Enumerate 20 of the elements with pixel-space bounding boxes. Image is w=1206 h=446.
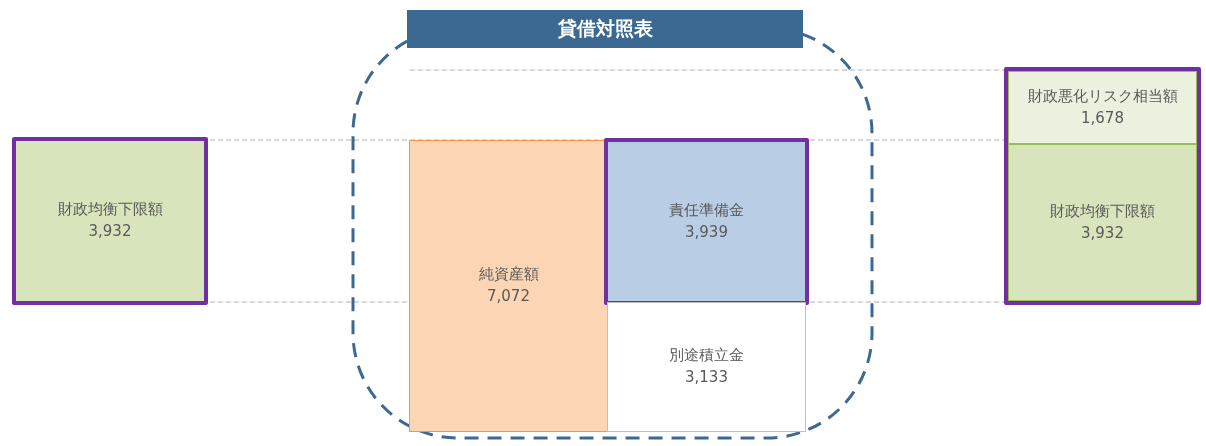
limit-box	[1008, 144, 1197, 301]
amount-value: 7,072	[487, 286, 530, 307]
amount-value: 3,932	[1081, 222, 1124, 244]
reserve-box	[604, 138, 809, 305]
item-name: 純資産額	[478, 264, 539, 286]
item-name: 別途積立金	[669, 345, 744, 367]
amount-value: 3,939	[685, 221, 728, 243]
risk-box	[1008, 71, 1197, 144]
amount-value: 1,678	[1081, 107, 1124, 129]
item-name: 財政悪化リスク相当額	[1027, 85, 1178, 107]
amount-value: 3,133	[685, 367, 728, 388]
item-name: 財政均衡下限額	[57, 199, 163, 221]
amount-value: 3,932	[88, 221, 132, 242]
item-name: 責任準備金	[669, 199, 744, 221]
net-assets-box	[409, 140, 608, 432]
title-banner: 貸借対照表	[407, 10, 803, 48]
highlight-frame	[1004, 67, 1201, 305]
limit-box	[12, 137, 208, 305]
reserve-box	[607, 302, 806, 432]
item-name: 財政均衡下限額	[1050, 200, 1155, 222]
